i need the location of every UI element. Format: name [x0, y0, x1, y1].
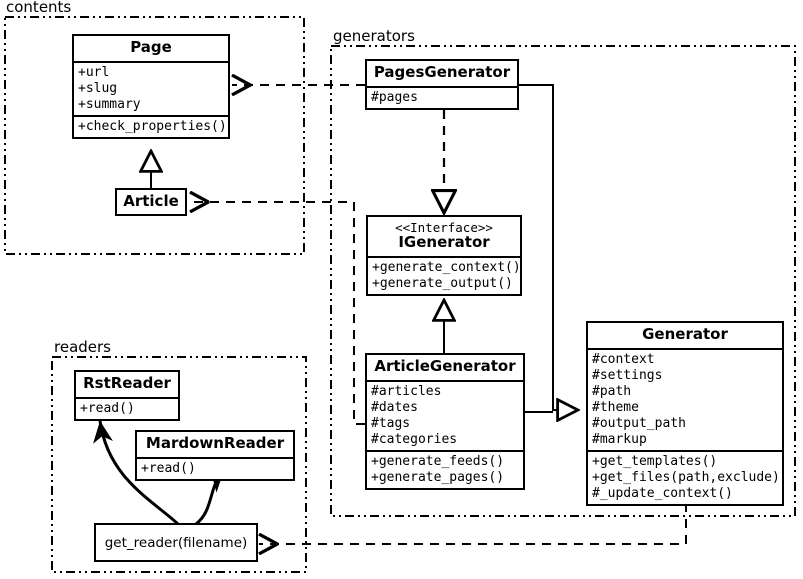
class-title-rstreader: RstReader [83, 374, 171, 392]
class-attribute: #markup [592, 431, 647, 447]
class-method: +generate_context() [372, 259, 521, 275]
function-box-get-reader[interactable]: get_reader(filename) [94, 523, 258, 562]
class-attribute: +slug [78, 80, 118, 96]
function-label-get-reader: get_reader(filename) [104, 534, 248, 551]
package-label-contents: contents [6, 0, 72, 16]
class-method: +check_properties() [78, 118, 227, 134]
class-box-article[interactable]: Article [115, 188, 187, 216]
class-title-page: Page [130, 38, 172, 56]
class-box-rstreader[interactable]: RstReader +read() [74, 370, 180, 421]
class-attribute: +url [78, 64, 110, 80]
class-method: +read() [141, 460, 196, 476]
class-box-generator[interactable]: Generator #context #settings #path #them… [586, 321, 784, 506]
class-title-pagesgenerator: PagesGenerator [373, 63, 511, 81]
class-attribute: +summary [78, 96, 141, 112]
package-label-generators: generators [333, 27, 415, 45]
class-box-articlegenerator[interactable]: ArticleGenerator #articles #dates #tags … [365, 353, 525, 490]
class-attribute: #categories [371, 431, 458, 447]
class-methods-igenerator: +generate_context() +generate_output() [368, 255, 521, 294]
class-box-igenerator[interactable]: <<Interface>> IGenerator +generate_conte… [366, 215, 522, 296]
class-name-igenerator: IGenerator [398, 233, 490, 252]
edge-articlegenerator-uses-article [190, 202, 365, 425]
class-box-mardownreader[interactable]: MardownReader +read() [135, 430, 295, 481]
class-method: #_update_context() [592, 485, 733, 501]
class-box-page[interactable]: Page +url +slug +summary +check_properti… [72, 34, 230, 139]
class-attribute: #path [592, 383, 632, 399]
class-attributes-page: +url +slug +summary [74, 60, 228, 115]
class-attribute: #theme [592, 399, 639, 415]
class-methods-articlegenerator: +generate_feeds() +generate_pages() [367, 449, 523, 488]
class-methods-page: +check_properties() [74, 114, 228, 137]
class-attribute: #context [592, 351, 655, 367]
class-methods-mardownreader: +read() [137, 456, 293, 479]
class-attributes-generator: #context #settings #path #theme #output_… [588, 347, 782, 450]
class-method: +generate_output() [372, 275, 513, 291]
class-title-mardownreader: MardownReader [145, 434, 285, 452]
class-attribute: #settings [592, 367, 663, 383]
class-attribute: #articles [371, 383, 442, 399]
package-label-readers: readers [54, 338, 111, 356]
class-method: +read() [80, 400, 135, 416]
class-box-pagesgenerator[interactable]: PagesGenerator #pages [365, 59, 519, 110]
edge-generator-uses-get-reader [259, 503, 687, 544]
class-title-generator: Generator [642, 325, 728, 343]
class-method: +generate_pages() [371, 469, 505, 485]
class-method: +get_templates() [592, 453, 718, 469]
class-attribute: #output_path [592, 415, 686, 431]
class-attribute: #pages [371, 89, 418, 105]
class-methods-rstreader: +read() [76, 396, 178, 419]
class-attribute: #dates [371, 399, 418, 415]
class-methods-generator: +get_templates() +get_files(path,exclude… [588, 449, 782, 504]
class-attributes-articlegenerator: #articles #dates #tags #categories [367, 379, 523, 450]
class-stereotype-igenerator: <<Interface>> [395, 220, 493, 235]
class-title-article: Article [123, 192, 179, 210]
class-attributes-pagesgenerator: #pages [367, 85, 517, 108]
edge-pagesgenerator-extends-generator [519, 84, 578, 410]
class-title-articlegenerator: ArticleGenerator [374, 357, 516, 375]
class-title-igenerator: <<Interface>> IGenerator [368, 217, 520, 256]
class-attribute: #tags [371, 415, 411, 431]
class-method: +generate_feeds() [371, 453, 505, 469]
class-method: +get_files(path,exclude) [592, 469, 780, 485]
